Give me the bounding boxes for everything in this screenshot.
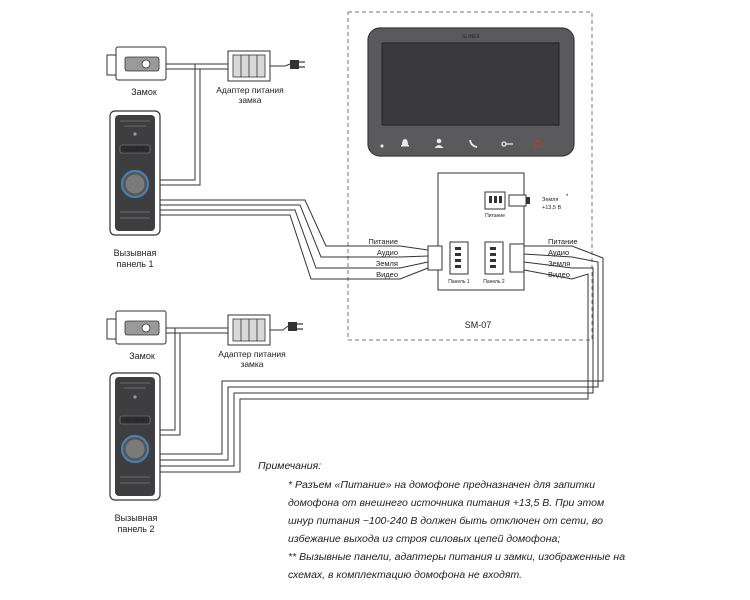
bell-button-icon[interactable]: [401, 139, 409, 147]
lock-1: [106, 46, 167, 81]
monitor-screen: [381, 42, 560, 126]
adapter-2-line1: Адаптер питания: [218, 349, 286, 359]
panel1-connector: [449, 241, 469, 275]
plug-2-icon: [288, 322, 303, 331]
power-button-icon[interactable]: [534, 139, 542, 148]
lock-1-label: Замок: [131, 87, 157, 97]
adapter-1-line2: замка: [238, 95, 261, 105]
note-1-line-1: * Разъем «Питание» на домофоне предназна…: [288, 479, 596, 491]
right-wire-power: Питание: [548, 237, 578, 246]
left-wire-video: Видео: [376, 270, 398, 279]
note-1-line-2: домофона от внешнего источника питания +…: [288, 497, 605, 509]
right-wire-ground: Земля: [548, 259, 570, 268]
notes-title: Примечания:: [258, 460, 322, 472]
note-2-line-2: схемах, в комплектацию домофона не входя…: [288, 569, 523, 581]
user-button-icon[interactable]: [434, 138, 444, 148]
adapter-1: [227, 50, 271, 82]
key-button-icon[interactable]: [501, 141, 513, 147]
note-2-line-1: ** Вызывные панели, адаптеры питания и з…: [288, 551, 626, 563]
panel2-connector-label: Панель 2: [483, 279, 505, 285]
lock-1-keyhole-icon: [141, 59, 151, 69]
adapter-1-line1: Адаптер питания: [216, 85, 284, 95]
panel-1-label-line1: Вызывная: [114, 248, 157, 258]
left-wire-audio: Аудио: [377, 248, 398, 257]
call-panel-2: SLINEX: [109, 372, 161, 501]
lock-2: [106, 310, 167, 345]
handset-button-icon[interactable]: [469, 139, 478, 148]
power-input-line1: Земля: [542, 197, 558, 203]
power-connector-label: Питание: [485, 213, 505, 219]
left-wire-power: Питание: [368, 237, 398, 246]
power-plug: [508, 194, 527, 207]
panel2-plug: [509, 243, 525, 273]
connector-board: Питание Земля * +13,5 В Панель 1 Панель …: [427, 172, 569, 291]
call-panel-1: SLINEX: [109, 110, 161, 236]
panel1-plug: [427, 245, 443, 271]
wires: [150, 63, 604, 473]
right-wire-audio: Аудио: [548, 248, 569, 257]
panel2-connector: [484, 241, 504, 275]
panel1-connector-label: Панель 1: [448, 279, 470, 285]
lock-2-keyhole-icon: [141, 323, 151, 333]
panel-1-camera-icon: [133, 132, 137, 136]
monitor-brand: SLINEX: [462, 34, 480, 40]
power-input-mark: *: [566, 194, 569, 200]
panel-1-call-button[interactable]: [125, 174, 145, 194]
power-input-line2: +13,5 В: [542, 205, 561, 211]
panel-1-label-line2: панель 1: [116, 259, 153, 269]
panel-2-label-line1: Вызывная: [115, 513, 158, 523]
status-led: [380, 144, 384, 148]
lock-2-label: Замок: [129, 351, 155, 361]
panel-2-camera-icon: [133, 395, 137, 399]
panel-2-label-line2: панель 2: [117, 524, 154, 534]
right-wire-video: Видео: [548, 270, 570, 279]
note-1-line-4: избежание выхода из строя силовых цепей …: [288, 533, 561, 545]
model-label: SM-07: [465, 320, 492, 330]
panel-2-call-button[interactable]: [125, 439, 145, 459]
left-wire-ground: Земля: [376, 259, 398, 268]
note-1-line-3: шнур питания ~100-240 В должен быть откл…: [288, 515, 603, 527]
monitor-boundary: [347, 11, 593, 341]
plug-1-icon: [290, 60, 305, 69]
notes: Примечания: * Разъем «Питание» на домофо…: [258, 457, 630, 584]
adapter-2: [227, 314, 271, 346]
panel-2-brand: SLINEX: [125, 418, 145, 424]
panel-1-brand: SLINEX: [125, 147, 145, 153]
adapter-2-line2: замка: [240, 359, 263, 369]
monitor: SLINEX: [367, 27, 575, 157]
